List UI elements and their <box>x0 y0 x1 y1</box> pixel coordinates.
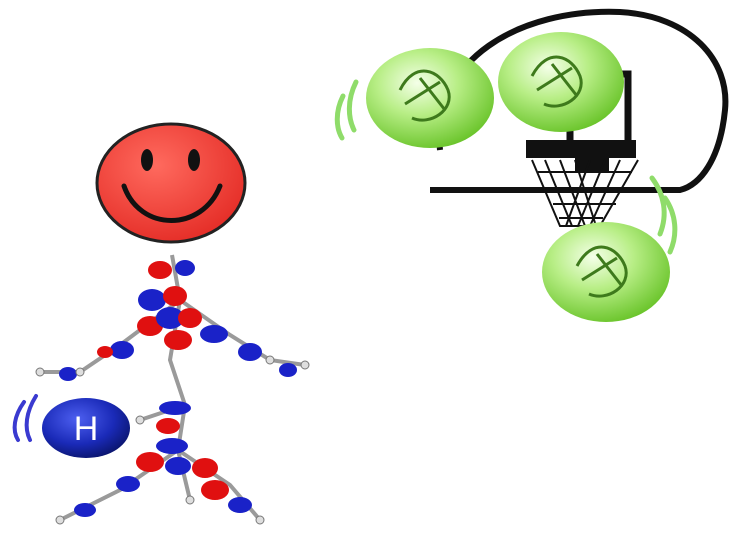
orbital-lobe-negative <box>116 476 140 492</box>
protein-sphere-icon <box>366 48 494 148</box>
orbital-lobe-positive <box>136 452 164 472</box>
orbital-lobe-negative <box>138 289 166 311</box>
hoop-net <box>531 159 639 227</box>
smiley-face-icon <box>95 122 247 244</box>
protein-sphere-icon <box>542 222 670 322</box>
left-eye <box>141 149 153 171</box>
orbital-lobe-positive <box>201 480 229 500</box>
orbital-lobe-positive <box>97 346 113 358</box>
hoop-bracket-top <box>575 143 609 171</box>
hydrogen-atom-icon: H <box>12 394 130 458</box>
atom <box>55 515 65 525</box>
molecule-atoms <box>35 355 310 525</box>
orbital-lobe-positive <box>148 261 172 279</box>
right-eye <box>188 149 200 171</box>
orbital-lobe-negative <box>165 457 191 475</box>
orbital-lobe-negative <box>110 341 134 359</box>
orbital-lobe-negative <box>159 401 191 415</box>
orbital-lobe-negative <box>200 325 228 343</box>
orbital-lobe-negative <box>59 367 77 381</box>
atom <box>35 367 45 377</box>
orbital-lobe-negative <box>279 363 297 377</box>
orbital-lobe-negative <box>74 503 96 517</box>
atom <box>185 495 195 505</box>
motion-lines <box>334 79 678 255</box>
atom <box>265 355 275 365</box>
orbital-lobe-positive <box>192 458 218 478</box>
orbital-lobe-positive <box>163 286 187 306</box>
atom <box>300 360 310 370</box>
orbital-lobe-negative <box>228 497 252 513</box>
orbital-lobes <box>59 260 297 517</box>
orbital-lobe-positive <box>156 418 180 434</box>
orbital-lobe-negative <box>175 260 195 276</box>
hydrogen-label: H <box>74 410 99 448</box>
smile-mouth <box>121 183 223 223</box>
orbital-lobe-negative <box>156 307 184 329</box>
atom <box>75 367 85 377</box>
orbital-lobe-positive <box>137 316 163 336</box>
atom <box>255 515 265 525</box>
atom <box>135 415 145 425</box>
orbital-lobe-positive <box>164 330 192 350</box>
protein-sphere-icon <box>498 32 624 132</box>
orbital-lobe-negative <box>238 343 262 361</box>
orbital-lobe-positive <box>178 308 202 328</box>
orbital-lobe-negative <box>156 438 188 454</box>
